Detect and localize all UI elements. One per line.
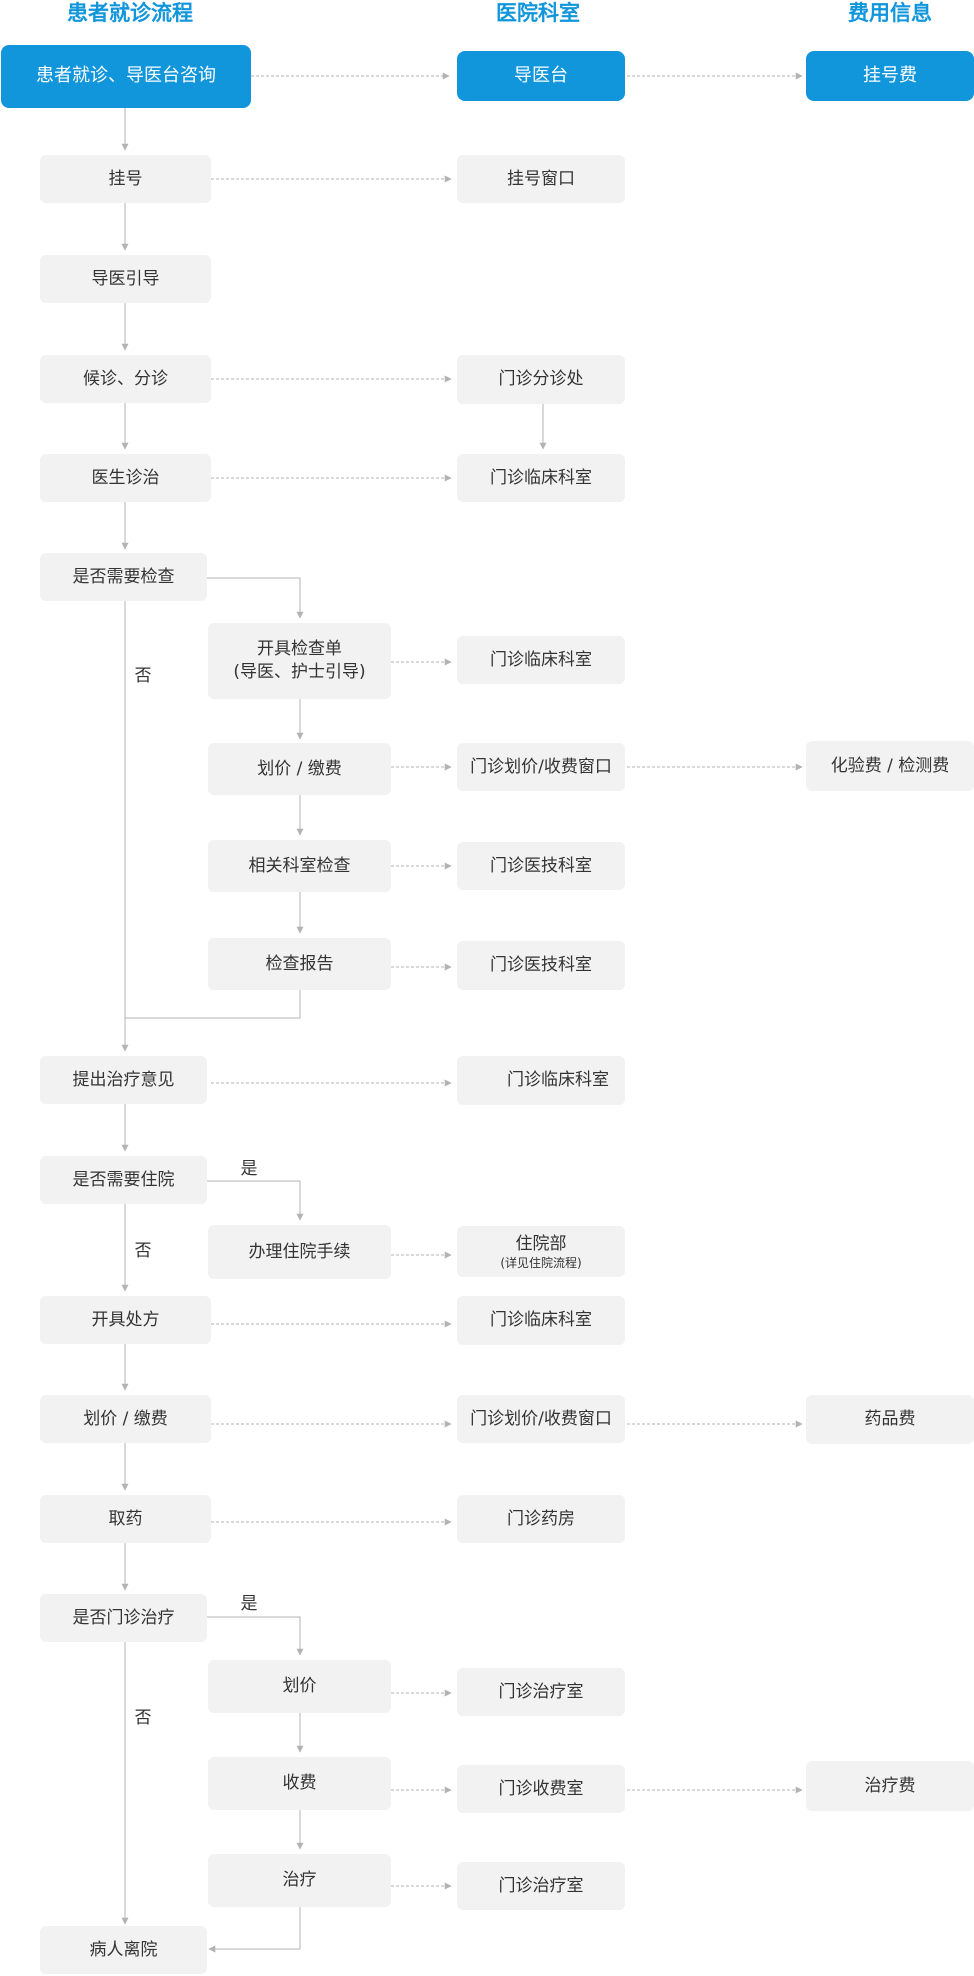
dept-medtech-2: 门诊医技科室 xyxy=(457,941,625,990)
fee-registration: 挂号费 xyxy=(806,51,974,101)
step-pay: 划价 / 缴费 xyxy=(40,1395,211,1443)
decision-need-treatment: 是否门诊治疗 xyxy=(40,1594,207,1642)
step-inpatient-proc: 办理住院手续 xyxy=(208,1225,391,1279)
dept-inpatient: 住院部 (详见住院流程) xyxy=(457,1226,625,1277)
step-treat-price: 划价 xyxy=(208,1660,391,1713)
dept-cashier-1: 门诊划价/收费窗口 xyxy=(457,743,625,791)
dept-clinical-1: 门诊临床科室 xyxy=(457,454,625,502)
dept-pharmacy: 门诊药房 xyxy=(457,1495,625,1543)
step-consult: 患者就诊、导医台咨询 xyxy=(1,45,251,108)
step-register: 挂号 xyxy=(40,155,211,203)
fee-treatment: 治疗费 xyxy=(806,1761,974,1811)
step-treat-advice: 提出治疗意见 xyxy=(40,1056,207,1104)
step-guide: 导医引导 xyxy=(40,255,211,303)
dept-cashier-2: 门诊划价/收费窗口 xyxy=(457,1395,625,1443)
step-exam-do: 相关科室检查 xyxy=(208,840,391,892)
fee-lab-test: 化验费 / 检测费 xyxy=(806,741,974,791)
header-fee-info: 费用信息 xyxy=(848,1,932,25)
dept-treatment-room-1: 门诊治疗室 xyxy=(457,1668,625,1716)
label-no-treatment: 否 xyxy=(134,1708,152,1728)
step-exam-pay: 划价 / 缴费 xyxy=(208,743,391,795)
step-exam-report: 检查报告 xyxy=(208,938,391,990)
label-no-exam: 否 xyxy=(134,666,152,686)
dept-guide-desk: 导医台 xyxy=(457,51,625,101)
step-wait-triage: 候诊、分诊 xyxy=(40,355,211,403)
dept-clinical-4: 门诊临床科室 xyxy=(457,1296,625,1345)
dept-charge-room: 门诊收费室 xyxy=(457,1765,625,1813)
step-exam-order: 开具检查单 (导医、护士引导) xyxy=(208,623,391,699)
step-get-medicine: 取药 xyxy=(40,1495,211,1543)
header-patient-flow: 患者就诊流程 xyxy=(67,1,193,25)
dept-inpatient-label: 住院部 xyxy=(515,1233,567,1254)
dept-clinical-2: 门诊临床科室 xyxy=(457,636,625,684)
decision-need-inpatient: 是否需要住院 xyxy=(40,1156,207,1204)
label-yes-inpatient: 是 xyxy=(240,1159,258,1179)
step-exam-order-label: 开具检查单 xyxy=(257,639,342,660)
header-hospital-dept: 医院科室 xyxy=(496,1,580,25)
dept-treatment-room-2: 门诊治疗室 xyxy=(457,1862,625,1910)
step-diagnose: 医生诊治 xyxy=(40,454,211,502)
label-no-inpatient: 否 xyxy=(134,1241,152,1261)
dept-medtech-1: 门诊医技科室 xyxy=(457,842,625,890)
label-yes-treatment: 是 xyxy=(240,1594,258,1614)
fee-drug: 药品费 xyxy=(806,1395,974,1444)
step-prescribe: 开具处方 xyxy=(40,1296,211,1344)
dept-clinical-3: 门诊临床科室 xyxy=(457,1056,625,1105)
dept-registration-window: 挂号窗口 xyxy=(457,155,625,203)
step-patient-leave: 病人离院 xyxy=(40,1926,207,1974)
step-treat-fee: 收费 xyxy=(208,1757,391,1810)
step-treatment: 治疗 xyxy=(208,1854,391,1907)
dept-inpatient-sub: (详见住院流程) xyxy=(500,1255,582,1270)
dept-triage-desk: 门诊分诊处 xyxy=(457,355,625,404)
decision-need-exam: 是否需要检查 xyxy=(40,553,207,601)
step-exam-order-sub: (导医、护士引导) xyxy=(233,662,366,682)
